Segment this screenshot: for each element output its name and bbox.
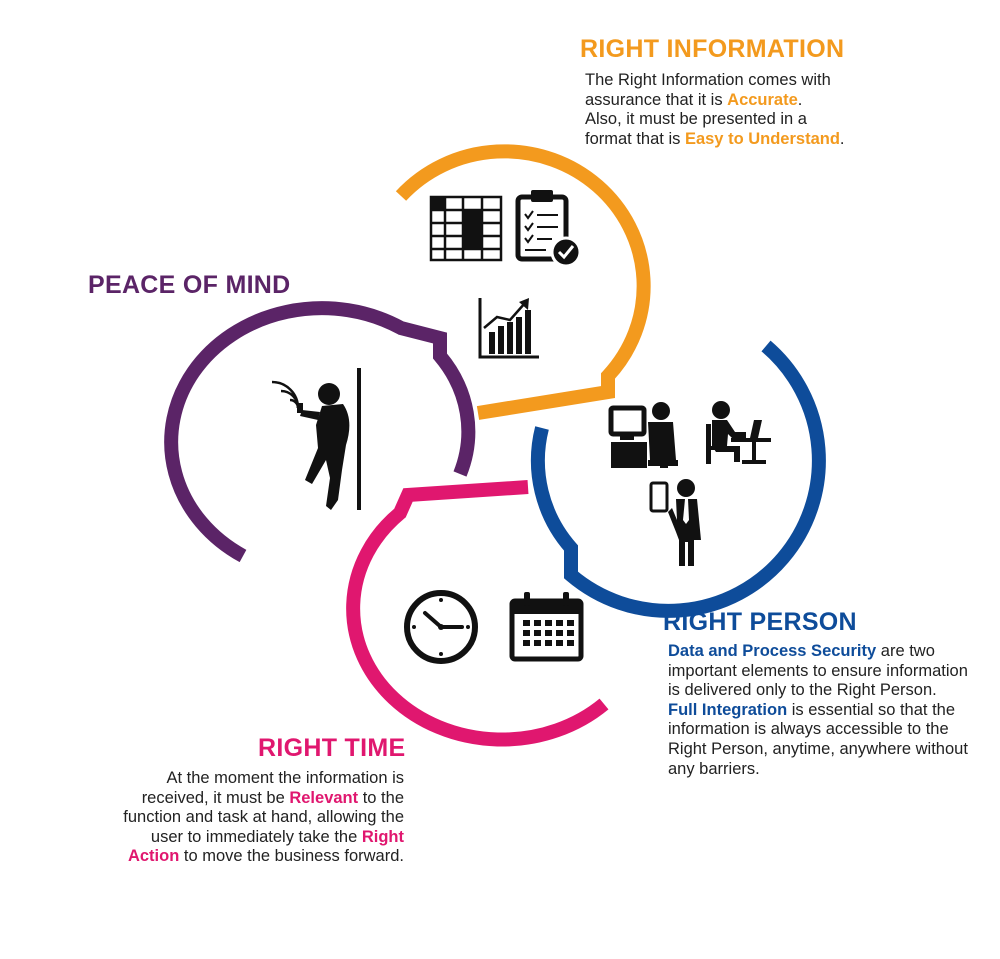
right-information-heading: RIGHT INFORMATION xyxy=(580,35,845,63)
person-text-1: are two important elements to ensure inf… xyxy=(668,642,968,700)
mobile-businessman-icon xyxy=(649,479,701,566)
info-line-1: The Right Information comes with xyxy=(585,71,831,89)
desk-worker-icon xyxy=(706,401,771,464)
info-line-2: assurance that it is xyxy=(585,90,728,109)
time-text-3: to move the business forward. xyxy=(179,847,404,866)
accurate-highlight: Accurate xyxy=(727,90,798,109)
info-line-4-end: . xyxy=(839,129,845,148)
right-action-highlight: Right Action xyxy=(127,827,404,866)
checklist-clipboard-icon xyxy=(515,190,582,268)
time-text-1: At the moment the information is receive… xyxy=(141,769,404,807)
right-time-text: At the moment the information is receive… xyxy=(112,769,404,867)
info-line-3: Also, it must be presented in a xyxy=(585,110,807,129)
growth-chart-icon xyxy=(478,298,539,359)
purple-ring xyxy=(164,301,476,563)
magenta-ring xyxy=(346,480,609,747)
right-person-text: Data and Process Security are two import… xyxy=(668,642,968,779)
clock-icon xyxy=(404,590,478,664)
right-person-heading: RIGHT PERSON xyxy=(663,608,857,636)
spreadsheet-icon xyxy=(429,195,503,262)
person-text-2: is essential so that the information is … xyxy=(668,700,968,778)
person-with-phone-icon xyxy=(271,368,361,510)
relevant-highlight: Relevant xyxy=(289,788,359,807)
data-process-security-highlight: Data and Process Security xyxy=(668,642,877,660)
full-integration-highlight: Full Integration xyxy=(668,700,788,719)
time-text-2: to the function and task at hand, allowi… xyxy=(123,788,404,846)
computer-desk-user-icon xyxy=(608,402,678,468)
calendar-icon xyxy=(509,592,584,662)
info-line-4: format that is xyxy=(585,129,685,148)
right-time-heading: RIGHT TIME xyxy=(258,734,406,762)
info-line-2-end: . xyxy=(797,90,803,109)
blue-ring xyxy=(530,340,826,618)
peace-of-mind-heading: PEACE OF MIND xyxy=(88,271,291,299)
easy-to-understand-highlight: Easy to Understand xyxy=(684,129,840,148)
orange-ring xyxy=(395,144,651,420)
